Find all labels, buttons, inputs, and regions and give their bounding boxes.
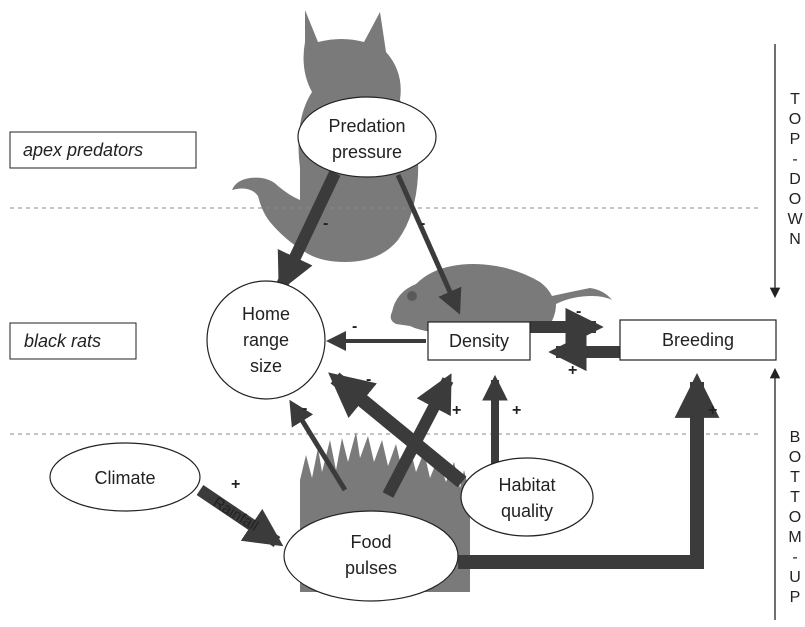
bottom-up-letter: T — [790, 489, 800, 506]
home-range-line-1: Home — [242, 304, 290, 324]
bottom-up-letter: O — [789, 449, 801, 466]
top-down-letter: N — [789, 231, 801, 248]
top-down-letter: - — [792, 151, 797, 168]
bottom-up-letter: M — [788, 529, 801, 546]
top-down-letter: P — [790, 131, 801, 148]
food-line-2: pulses — [345, 558, 397, 578]
sign-climate-food: + — [231, 476, 240, 493]
sign-food-density: + — [452, 402, 461, 419]
top-down-letter: O — [789, 191, 801, 208]
bottom-up-letter: B — [790, 429, 801, 446]
sign-density-home: - — [352, 318, 357, 335]
node-predation-pressure: Predation pressure — [297, 96, 437, 178]
home-range-line-3: size — [250, 356, 282, 376]
bottom-up-label: B O T T O M - U P — [788, 429, 801, 606]
top-down-label: T O P - D O W N — [787, 91, 803, 248]
node-density: Density — [427, 321, 531, 361]
sign-breeding-density: + — [568, 362, 577, 379]
bottom-up-letter: T — [790, 469, 800, 486]
top-down-letter: W — [787, 211, 803, 228]
arrow-food-to-breeding — [458, 373, 720, 569]
arrow-predation-to-density — [395, 173, 462, 315]
apex-predators-box — [9, 131, 197, 169]
black-rats-box — [9, 322, 137, 360]
food-line-1: Food — [350, 532, 391, 552]
sign-density-breeding: - — [576, 303, 581, 320]
sign-food-home: - — [302, 400, 307, 417]
bottom-up-letter: U — [789, 569, 801, 586]
sign-habitat-home: - — [366, 371, 371, 388]
arrow-habitat-to-home-range — [328, 372, 467, 488]
arrow-food-to-home-range — [289, 399, 348, 492]
predation-line-2: pressure — [332, 142, 402, 162]
node-home-range-size: Home range size — [206, 280, 326, 400]
arrow-food-to-density — [382, 373, 454, 498]
breeding-label: Breeding — [662, 330, 734, 350]
home-range-line-2: range — [243, 330, 289, 350]
arrow-climate-to-food — [196, 485, 284, 547]
black-rats-label: black rats — [24, 331, 101, 351]
top-down-letter: D — [789, 171, 801, 188]
predation-line-1: Predation — [328, 116, 405, 136]
sign-predation-density: - — [420, 215, 425, 232]
density-label: Density — [449, 331, 509, 351]
rainfall-label: Rainfall — [210, 494, 261, 535]
arrow-predation-to-home-range — [276, 170, 341, 292]
top-down-letter: O — [789, 111, 801, 128]
node-habitat-quality: Habitat quality — [460, 457, 594, 537]
node-climate: Climate — [49, 442, 201, 512]
habitat-line-2: quality — [501, 501, 553, 521]
habitat-line-1: Habitat — [498, 475, 555, 495]
top-down-letter: T — [790, 91, 800, 108]
bottom-up-letter: - — [792, 549, 797, 566]
sign-food-breeding: + — [708, 402, 717, 419]
sign-predation-home: - — [323, 215, 328, 232]
bottom-up-letter: P — [790, 589, 801, 606]
sign-habitat-density: + — [512, 402, 521, 419]
apex-predators-label: apex predators — [23, 140, 143, 160]
bottom-up-letter: O — [789, 509, 801, 526]
node-food-pulses: Food pulses — [283, 510, 459, 602]
climate-label: Climate — [94, 468, 155, 488]
node-breeding: Breeding — [619, 319, 777, 361]
